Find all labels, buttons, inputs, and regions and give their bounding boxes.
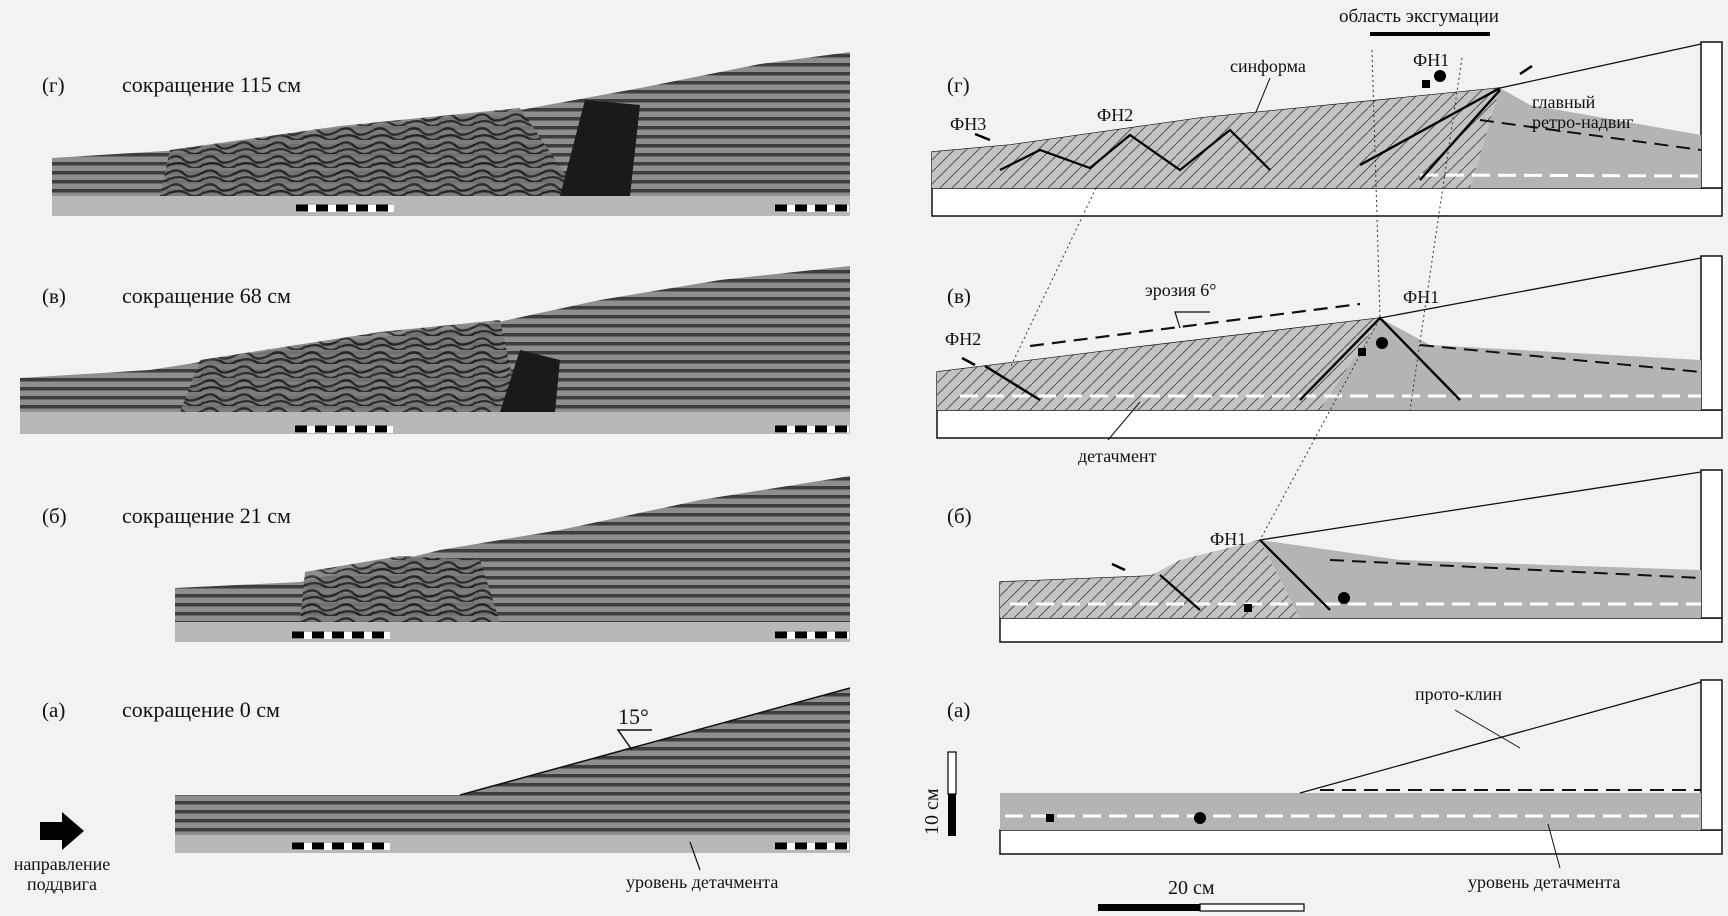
angle-label-15: 15° bbox=[618, 704, 649, 729]
section-drawing-b bbox=[1000, 470, 1722, 642]
scale-label-10cm: 10 см bbox=[921, 788, 943, 835]
scale-bar-10cm bbox=[948, 752, 956, 836]
panel-label-v-right: (в) bbox=[947, 284, 971, 308]
marker-circle-icon-b bbox=[1338, 592, 1350, 604]
panel-label-b-left: (б) bbox=[42, 504, 67, 528]
fn3-label-g: ФН3 bbox=[950, 114, 986, 134]
synform-label: синформа bbox=[1230, 56, 1306, 76]
scale-label-20cm: 20 см bbox=[1168, 877, 1215, 899]
panel-label-v-left: (в) bbox=[42, 284, 66, 308]
arrow-right-icon bbox=[40, 812, 84, 850]
thrust-arrow-icon-fn3 bbox=[975, 134, 990, 140]
panel-label-a-left: (а) bbox=[42, 698, 65, 722]
exhumation-area-label: область эксгумации bbox=[1339, 6, 1499, 27]
section-drawing-a bbox=[1000, 680, 1722, 854]
caption-shortening-0: сокращение 0 см bbox=[122, 697, 280, 722]
direction-label-line1: направление bbox=[14, 854, 111, 874]
detachment-level-label-left: уровень детачмента bbox=[626, 872, 778, 892]
proto-wedge-leader bbox=[1455, 710, 1520, 748]
synform-leader bbox=[1256, 78, 1270, 112]
retro-thrust-label-line1: главный bbox=[1532, 92, 1596, 112]
photo-panel-b bbox=[175, 476, 850, 642]
section-drawing-v bbox=[937, 256, 1722, 438]
erosion-label: эрозия 6° bbox=[1145, 280, 1216, 300]
marker-square-icon-a bbox=[1046, 814, 1054, 822]
panel-label-b-right: (б) bbox=[947, 504, 972, 528]
proto-wedge-label: прото-клин bbox=[1415, 684, 1502, 704]
detachment-level-label-right: уровень детачмента bbox=[1468, 872, 1620, 892]
marker-square-icon bbox=[1422, 80, 1430, 88]
scale-bar-20cm bbox=[1098, 904, 1304, 911]
fn1-label-g: ФН1 bbox=[1413, 50, 1449, 70]
caption-shortening-68: сокращение 68 см bbox=[122, 283, 291, 308]
retro-thrust-label-line2: ретро-надвиг bbox=[1532, 112, 1633, 132]
exhumation-bar bbox=[1370, 32, 1490, 36]
panel-label-g-left: (г) bbox=[42, 73, 65, 97]
caption-shortening-21: сокращение 21 см bbox=[122, 503, 291, 528]
direction-label-line2: поддвига bbox=[27, 874, 97, 894]
marker-circle-icon bbox=[1434, 70, 1446, 82]
thrust-arrow-icon-fn1 bbox=[1112, 564, 1125, 570]
panel-label-a-right: (а) bbox=[947, 698, 970, 722]
fn2-label-g: ФН2 bbox=[1097, 105, 1133, 125]
caption-shortening-115: сокращение 115 см bbox=[122, 72, 301, 97]
detachment-label: детачмент bbox=[1078, 446, 1157, 466]
fn2-label-v: ФН2 bbox=[945, 329, 981, 349]
panel-label-g-right: (г) bbox=[947, 73, 970, 97]
marker-circle-icon-v bbox=[1376, 337, 1388, 349]
fn1-label-b: ФН1 bbox=[1210, 529, 1246, 549]
marker-circle-icon-a bbox=[1194, 812, 1206, 824]
fn1-label-v: ФН1 bbox=[1403, 287, 1439, 307]
marker-square-icon-b bbox=[1244, 604, 1252, 612]
thrust-arrow-icon-fn2 bbox=[962, 358, 975, 365]
thrust-arrow-icon bbox=[1520, 66, 1532, 74]
